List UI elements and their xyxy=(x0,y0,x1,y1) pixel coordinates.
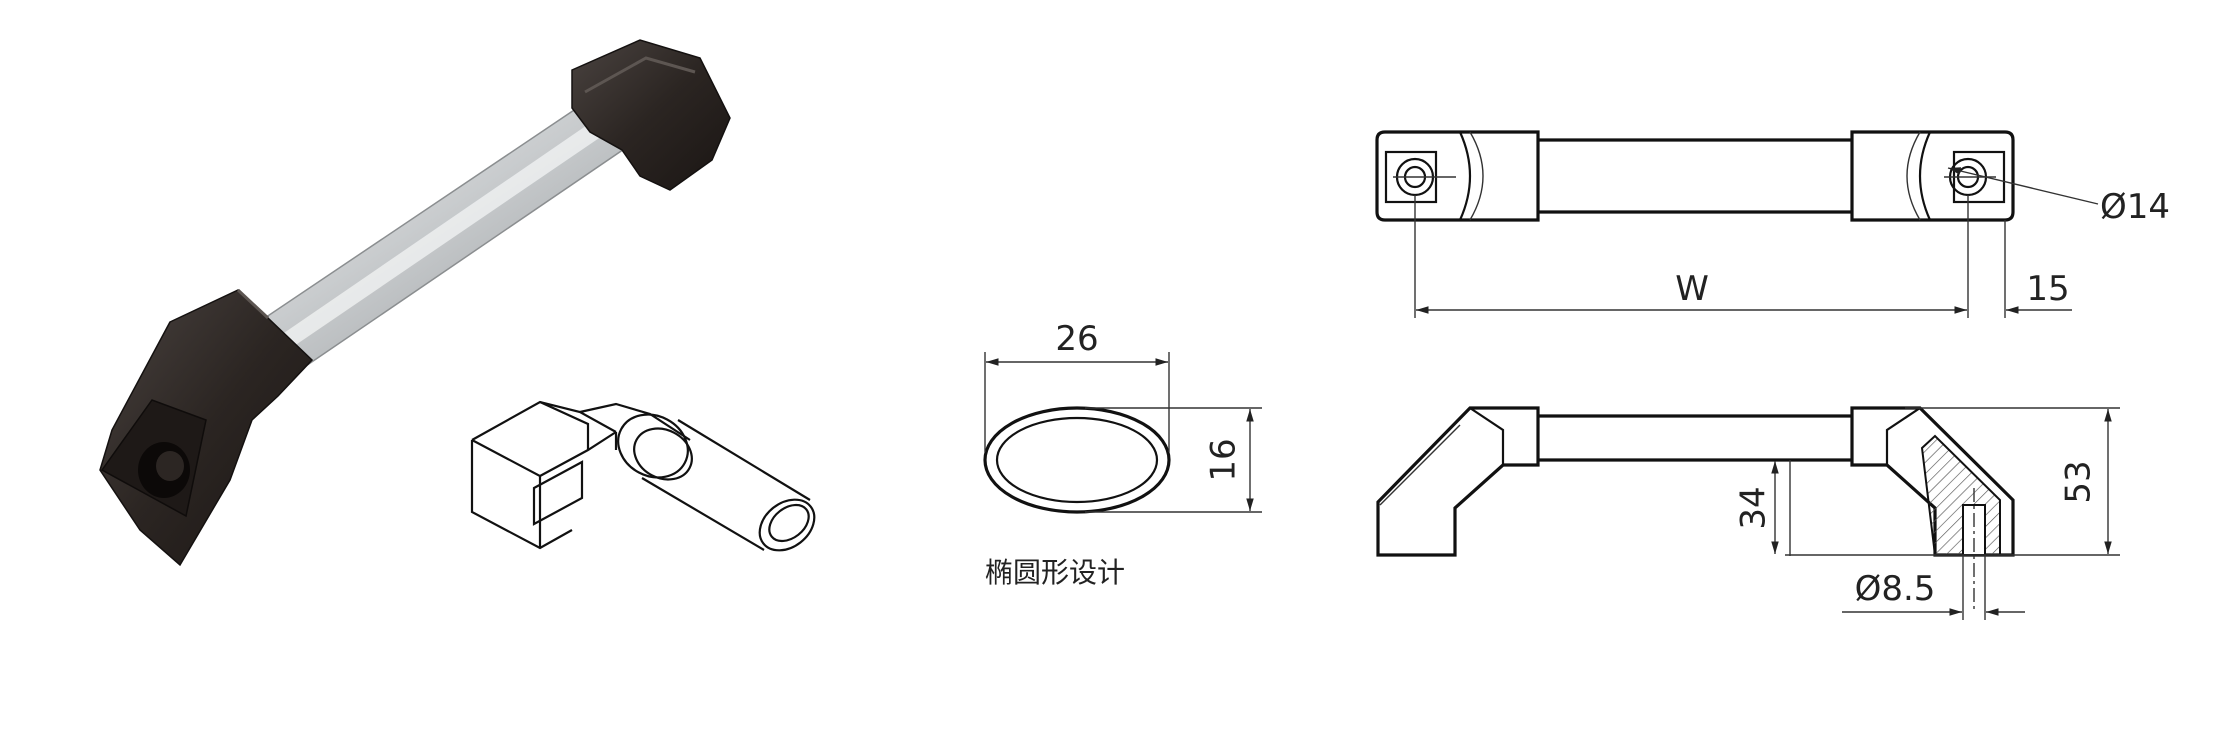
handle-side-view xyxy=(1376,406,2120,620)
handle-top-view xyxy=(1375,130,2099,318)
oval-caption: 椭圆形设计 xyxy=(985,556,1125,589)
handle-photo xyxy=(99,39,731,567)
oval-section xyxy=(983,352,1262,514)
oval-height-dimension: 16 xyxy=(1204,438,1244,481)
end-offset-label: 15 xyxy=(2026,269,2069,309)
inner-height-label: 34 xyxy=(1734,486,1774,529)
handle-isometric-sketch xyxy=(470,400,816,552)
width-label: W xyxy=(1675,269,1709,309)
thread-diameter-label: Ø8.5 xyxy=(1855,569,1936,609)
total-height-label: 53 xyxy=(2059,460,2099,503)
oval-width-dimension: 26 xyxy=(1055,319,1098,359)
hole-diameter-label: Ø14 xyxy=(2100,187,2170,227)
